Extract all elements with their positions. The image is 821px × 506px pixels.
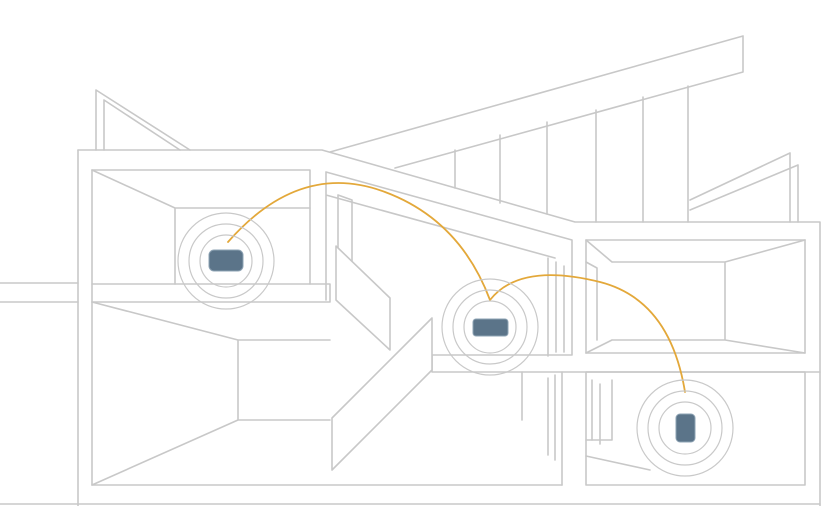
signal-ring	[441, 278, 539, 376]
signal-ring	[452, 289, 528, 365]
signal-ring	[463, 300, 517, 354]
signal-ring	[636, 379, 734, 477]
signal-ring	[658, 401, 712, 455]
signal-ring	[647, 390, 723, 466]
lower-stair-ramp	[331, 317, 433, 471]
device-central-landing	[441, 278, 539, 376]
stair-ramps	[331, 245, 433, 471]
speaker-icon[interactable]	[208, 249, 244, 272]
signal-link-upper-to-central	[227, 182, 491, 301]
signal-ring	[177, 212, 275, 310]
signal-ring	[188, 223, 264, 299]
signal-links	[227, 182, 686, 393]
device-upper-left-room	[177, 212, 275, 310]
speaker-icon[interactable]	[472, 318, 509, 337]
signal-link-central-to-lower	[489, 274, 686, 393]
signal-ring	[199, 234, 253, 288]
upper-stair-ramp	[335, 245, 391, 351]
device-lower-right-room	[636, 379, 734, 477]
speaker-icon[interactable]	[675, 413, 696, 443]
house-wireframe	[0, 35, 821, 506]
